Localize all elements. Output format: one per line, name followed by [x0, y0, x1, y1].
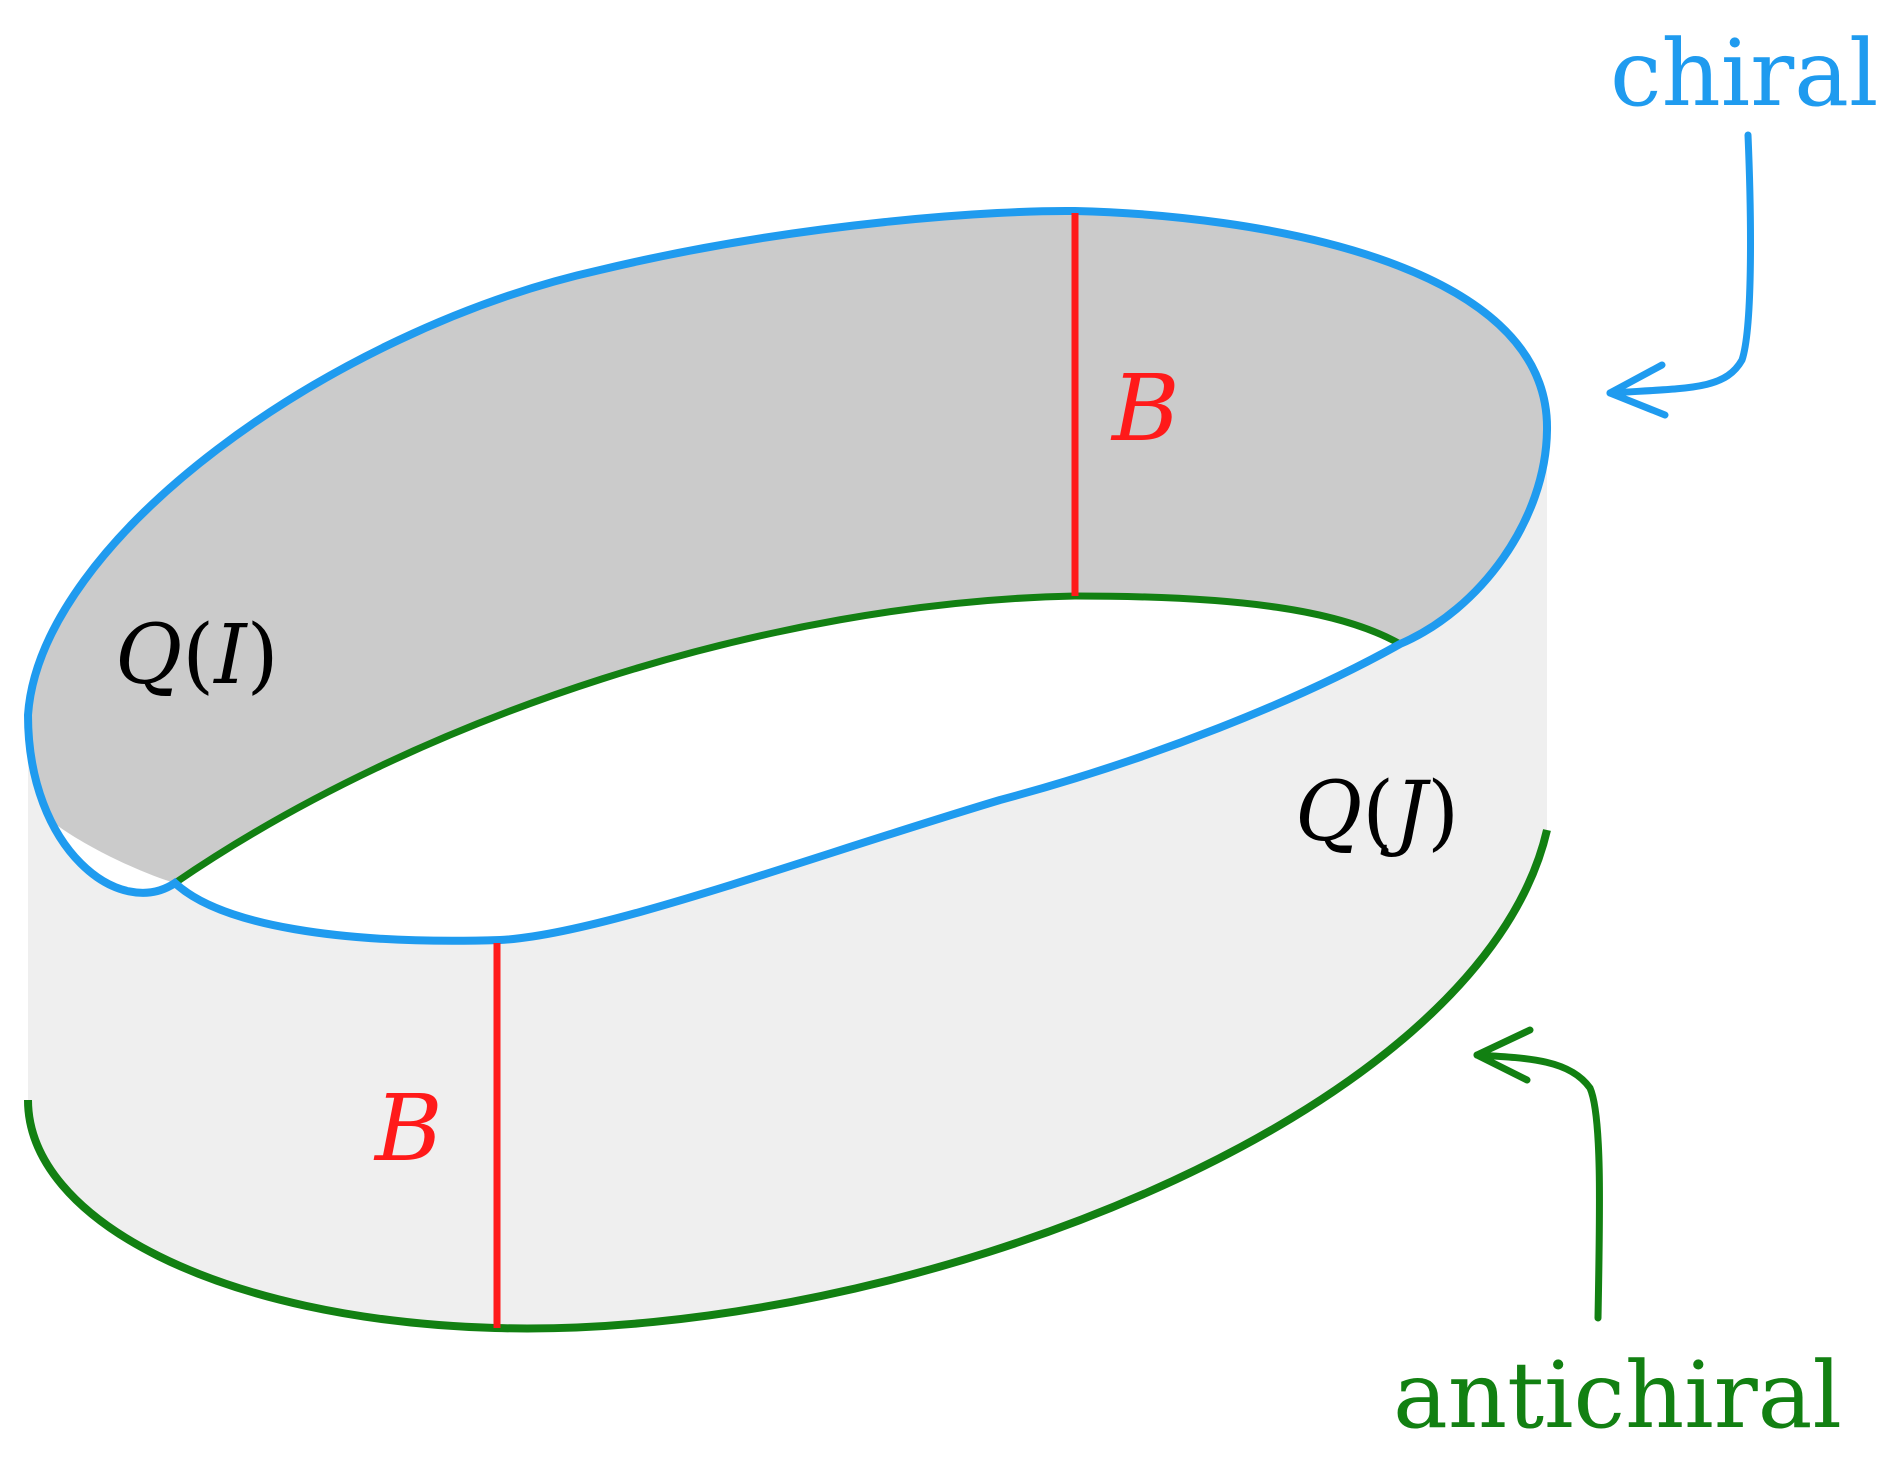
- region-left-close: ): [247, 608, 279, 703]
- region-label-right: Q(J): [1295, 765, 1459, 860]
- region-label-left: Q(I): [115, 608, 279, 703]
- region-left-open: (: [182, 608, 214, 703]
- region-right-close: ): [1427, 765, 1459, 860]
- inner-hole: [175, 596, 1400, 941]
- antichiral-arrow-head: [1473, 1026, 1534, 1084]
- inner-face: [28, 210, 1548, 884]
- chiral-label: chiral: [1610, 20, 1878, 127]
- region-left-symbol: Q: [115, 608, 182, 703]
- chiral-rim: [23, 206, 1552, 945]
- region-right-open: (: [1362, 765, 1394, 860]
- chiral-arrow-head: [1606, 361, 1669, 419]
- region-right-symbol: Q: [1295, 765, 1362, 860]
- antichiral-top-edge: [173, 592, 1402, 886]
- antichiral-bottom-edge: [24, 829, 1551, 1333]
- boundary-label-top: B: [1110, 355, 1180, 462]
- boundary-label-bottom: B: [373, 1075, 443, 1182]
- region-left-arg: I: [212, 608, 248, 703]
- antichiral-label: antichiral: [1393, 1342, 1842, 1449]
- chiral-arrow-shaft: [1606, 131, 1754, 397]
- antichiral-arrow-shaft: [1473, 1051, 1604, 1322]
